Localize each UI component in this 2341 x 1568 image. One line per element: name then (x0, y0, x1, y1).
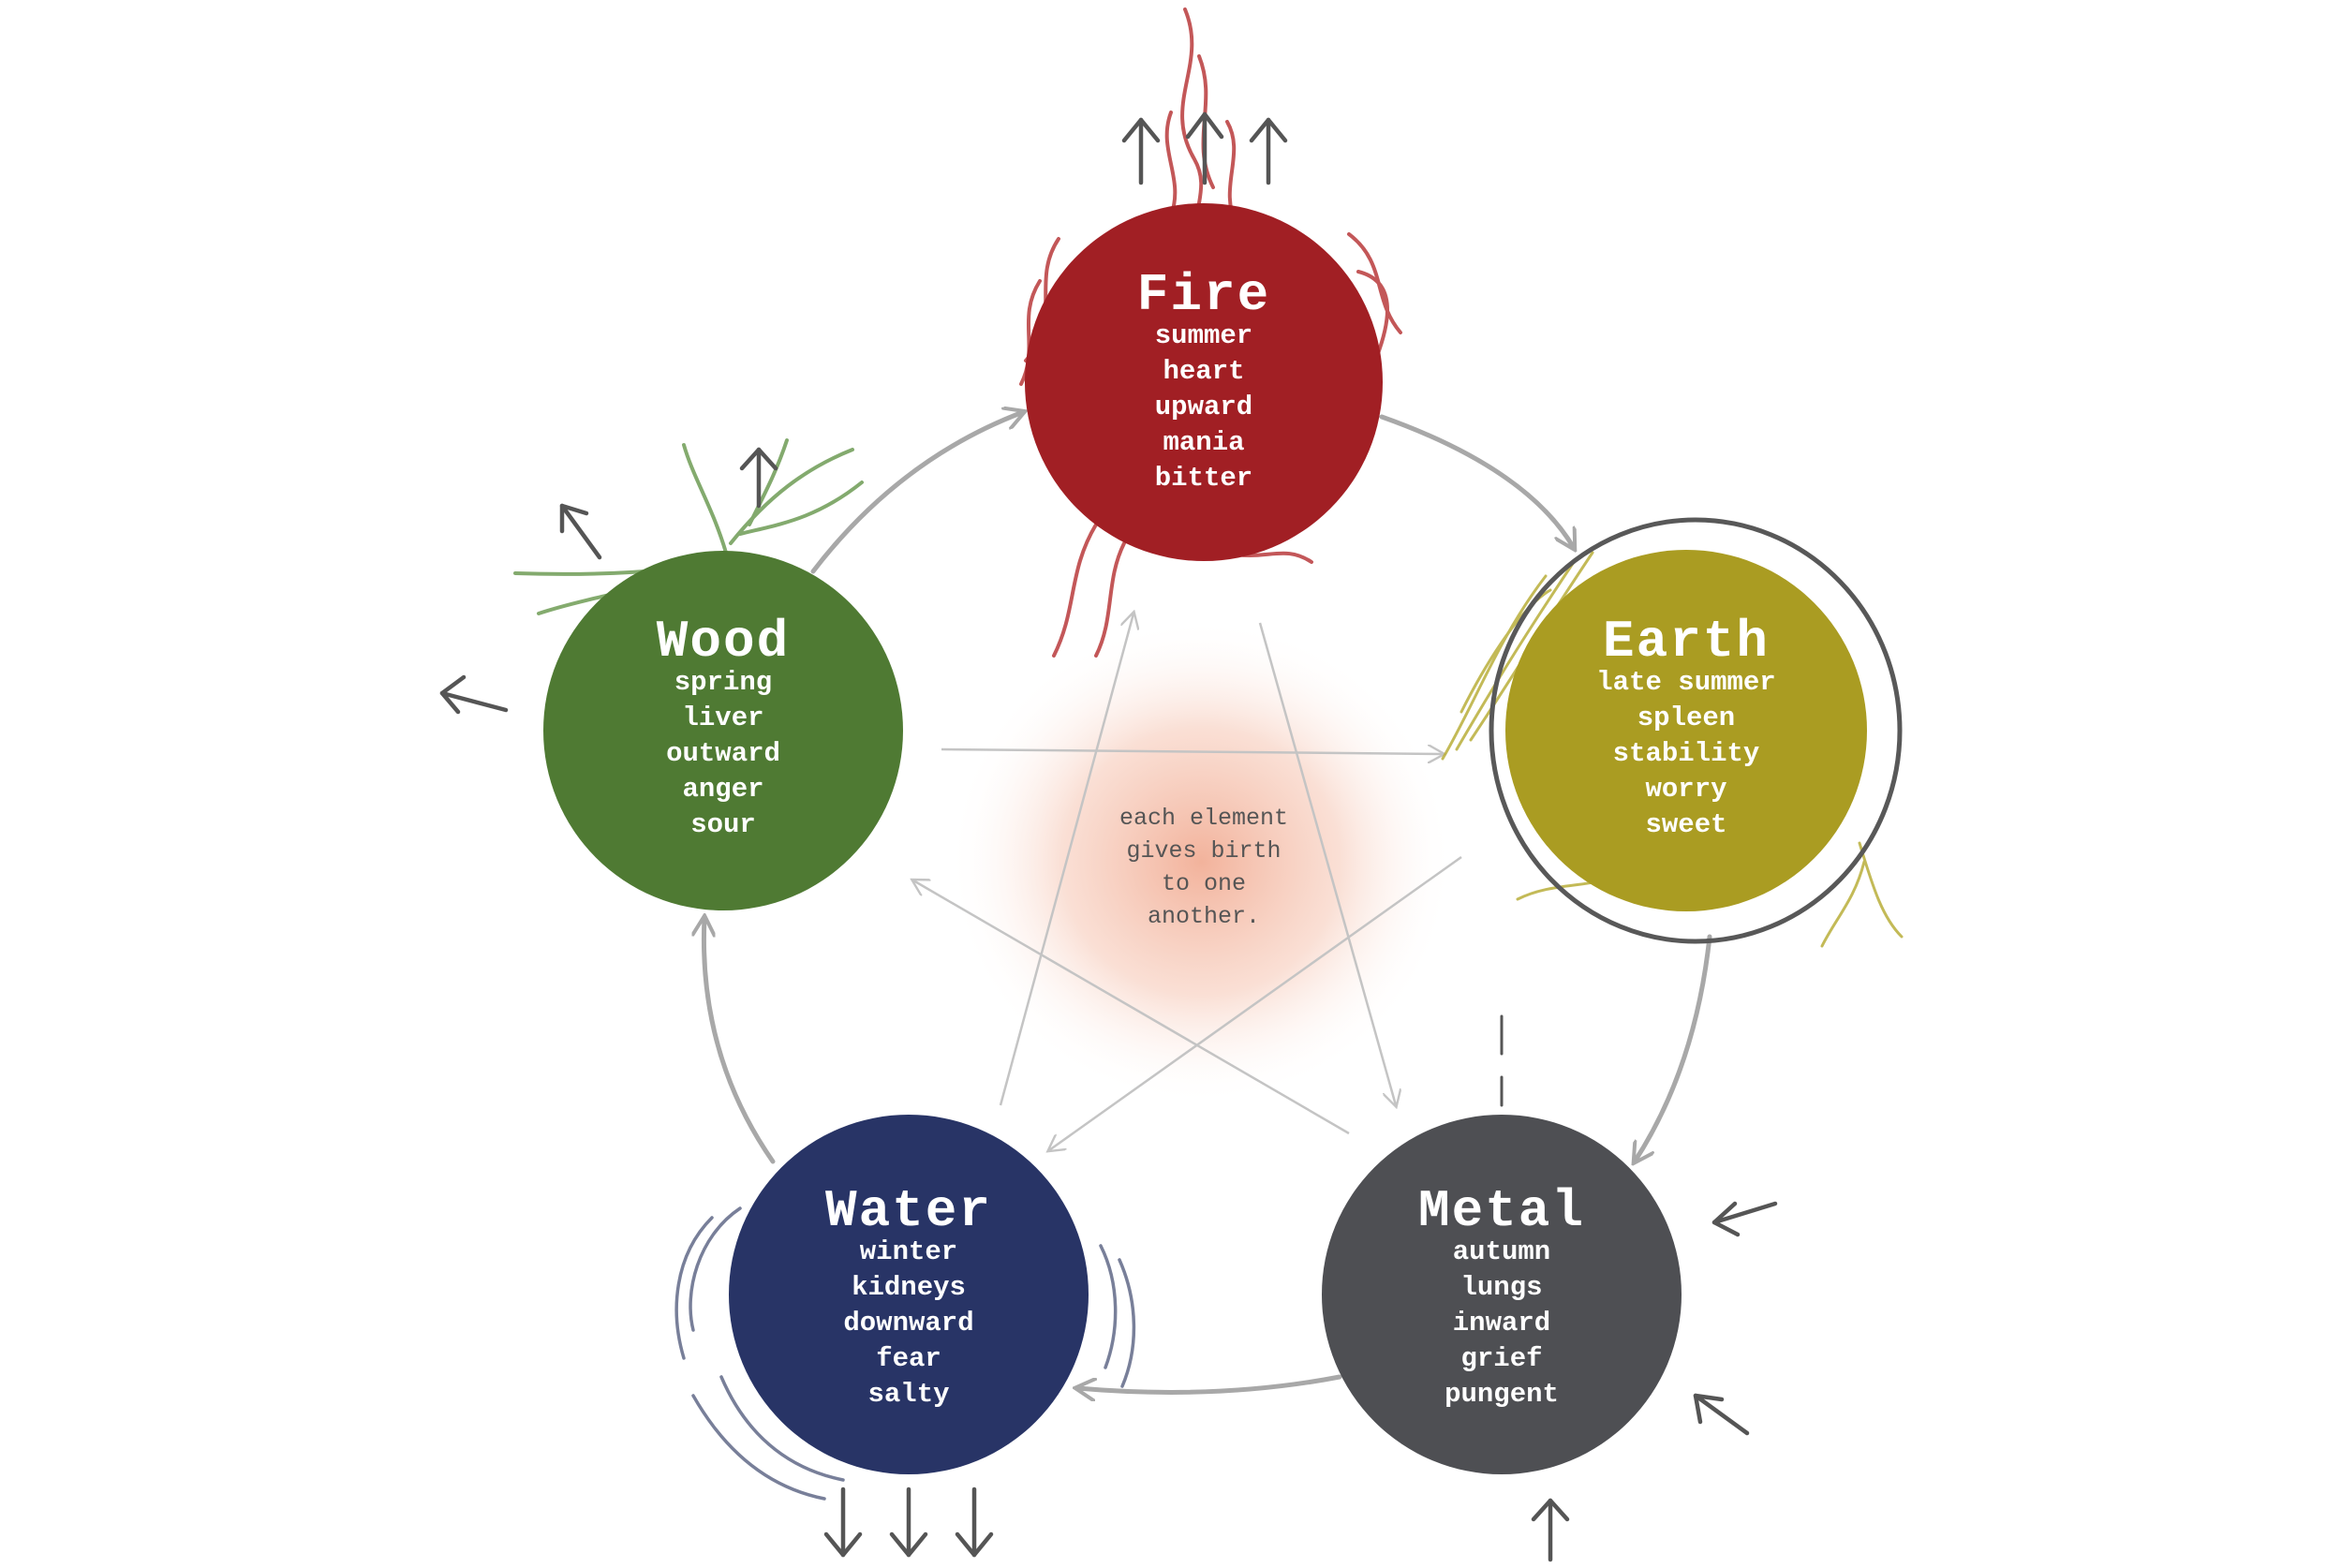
star-arrow-metal-wood (913, 880, 1350, 1135)
metal-attr-2: lungs (1460, 1272, 1542, 1303)
earth-attr-1: late summer (1596, 667, 1775, 698)
wood-attr-1: spring (674, 667, 772, 698)
wood-circle (543, 551, 903, 910)
outward-arrow-icon (439, 674, 509, 715)
water-downward-arrows (823, 1487, 994, 1558)
generating-cycle-arrows (704, 412, 1712, 1392)
fire-upward-arrows (1121, 111, 1288, 185)
ripple-icon (674, 1206, 1136, 1501)
down-arrow-icon (955, 1487, 994, 1558)
star-arrow-water-fire (999, 614, 1133, 1106)
metal-attr-5: pungent (1445, 1379, 1559, 1410)
earth-name: Earth (1603, 612, 1770, 672)
water-attr-4: fear (876, 1343, 941, 1374)
water-attr-2: kidneys (852, 1272, 966, 1303)
down-arrow-icon (823, 1487, 863, 1558)
metal-attr-4: grief (1460, 1343, 1542, 1374)
fire-attr-1: summer (1155, 320, 1252, 351)
center-caption-line-2: gives birth (1126, 837, 1281, 865)
cycle-arrow-earth-metal (1635, 934, 1712, 1161)
cycle-arrow-water-wood (704, 918, 776, 1164)
metal-inward-arrows (1500, 1014, 1778, 1562)
water-name: Water (825, 1181, 992, 1241)
cycle-arrow-wood-fire (810, 412, 1023, 574)
down-arrow-icon (889, 1487, 928, 1558)
element-earth: Earth late summer spleen stability worry… (1505, 550, 1867, 911)
outward-arrow-icon (739, 447, 778, 509)
wood-attr-3: outward (666, 738, 780, 769)
inward-arrow-icon (1531, 1498, 1570, 1562)
wood-outward-arrows (439, 447, 778, 715)
wood-attr-5: sour (690, 809, 756, 840)
center-glow (948, 618, 1454, 1105)
element-wood: Wood spring liver outward anger sour (543, 551, 903, 910)
element-water: Water winter kidneys downward fear salty (729, 1115, 1089, 1474)
water-attr-3: downward (843, 1308, 973, 1339)
wood-attr-2: liver (682, 703, 763, 733)
cycle-arrow-metal-water (1077, 1374, 1342, 1392)
metal-name: Metal (1418, 1181, 1585, 1241)
control-cycle-arrows (913, 614, 1462, 1150)
center-caption-line-4: another. (1148, 903, 1260, 930)
outward-arrow-icon (559, 503, 602, 560)
earth-halo-ring (1489, 517, 1903, 944)
fire-attr-5: bitter (1155, 463, 1252, 494)
earth-attr-4: worry (1645, 774, 1726, 805)
up-arrow-icon (1185, 111, 1224, 185)
metal-circle (1322, 1115, 1682, 1474)
fire-name: Fire (1137, 265, 1270, 325)
earth-attr-2: spleen (1637, 703, 1735, 733)
star-arrow-earth-water (1049, 855, 1462, 1150)
wood-name: Wood (657, 612, 790, 672)
earth-circle (1505, 550, 1867, 911)
earth-attr-3: stability (1613, 738, 1760, 769)
metal-attr-1: autumn (1453, 1236, 1550, 1267)
up-arrow-icon (1249, 117, 1288, 185)
earth-attr-5: sweet (1645, 809, 1726, 840)
inward-arrow-icon (1711, 1201, 1778, 1237)
center-caption-line-3: to one (1162, 870, 1246, 897)
wood-attr-4: anger (682, 774, 763, 805)
fire-attr-4: mania (1163, 427, 1244, 458)
fire-attr-2: heart (1163, 356, 1244, 387)
metal-attr-3: inward (1453, 1308, 1550, 1339)
star-arrow-fire-metal (1258, 622, 1396, 1105)
element-fire: Fire summer heart upward mania bitter (1025, 203, 1383, 561)
water-attr-1: winter (860, 1236, 957, 1267)
water-attr-5: salty (867, 1379, 949, 1410)
up-arrow-icon (1121, 117, 1161, 185)
water-circle (729, 1115, 1089, 1474)
inward-arrow-icon (1693, 1393, 1750, 1436)
center-caption-line-1: each element (1119, 805, 1288, 832)
fire-attr-3: upward (1155, 392, 1252, 422)
fire-circle (1025, 203, 1383, 561)
cycle-arrow-fire-earth (1379, 414, 1574, 548)
star-arrow-wood-earth (941, 749, 1443, 754)
element-metal: Metal autumn lungs inward grief pungent (1322, 1115, 1682, 1474)
center-caption: each element gives birth to one another. (1119, 805, 1288, 930)
